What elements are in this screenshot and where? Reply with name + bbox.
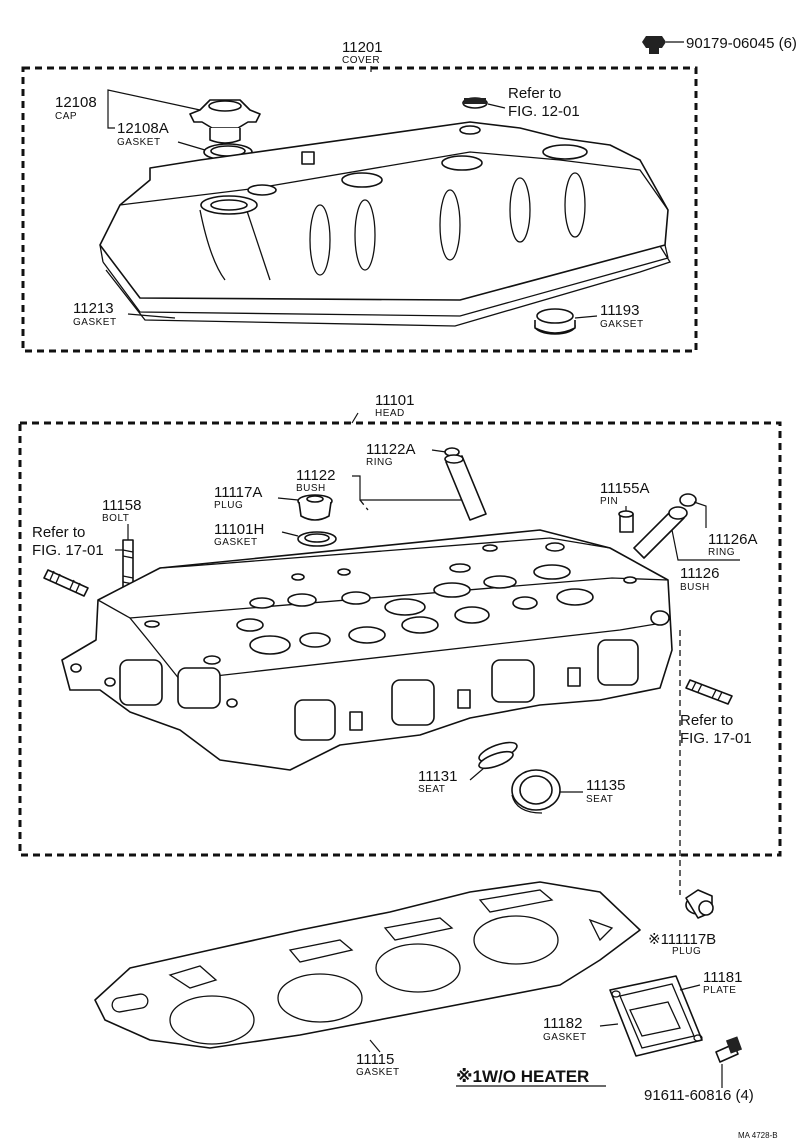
cap-number: 12108 (55, 94, 97, 111)
head-label: HEAD (375, 408, 405, 419)
plug-b-icon (685, 889, 714, 919)
pin-label: PIN (600, 496, 618, 507)
plate-gasket-label: GASKET (543, 1032, 587, 1043)
cover-refer-line2: FIG. 12-01 (508, 103, 580, 120)
bush-number: 11122 (296, 467, 336, 484)
gasket-h-number: 11101H (214, 521, 264, 538)
head-group-frame (18, 421, 782, 857)
figure-code: MA 4728-B (738, 1131, 778, 1140)
head-gasket-label: GASKET (356, 1067, 400, 1078)
cap-label: CAP (55, 111, 77, 122)
plug-gasket-icon (297, 531, 337, 547)
head-refer-left-line1: Refer to (32, 524, 85, 541)
cover-gasket-label: GASKET (73, 317, 117, 328)
valve-seat-a-icon (478, 741, 518, 770)
plate-gasket-number: 11182 (543, 1015, 583, 1032)
pin-number: 11155A (600, 480, 650, 497)
cover-number: 11201 (342, 39, 383, 56)
bolt-part-number: 90179-06045 (6) (686, 35, 797, 52)
plug-b-number: ※111117B (648, 931, 716, 948)
gasket-h-label: GASKET (214, 537, 258, 548)
plate-number: 11181 (703, 969, 743, 986)
head-number: 11101 (375, 392, 415, 409)
cap-gasket-number: 12108A (117, 120, 169, 137)
plug-a-label: PLUG (214, 500, 243, 511)
plate-label: PLATE (703, 985, 736, 996)
plug-b-label: PLUG (672, 946, 701, 957)
heater-footnote: ※1W/O HEATER (456, 1067, 589, 1086)
plug-icon (297, 494, 333, 521)
seat-a-number: 11131 (418, 768, 458, 785)
seat-b-label: SEAT (586, 794, 613, 805)
ring-b-number: 11126A (708, 531, 758, 548)
oil-filler-cap-icon (189, 99, 261, 161)
valve-seat-b-icon (511, 769, 561, 814)
stud-bolt-label: BOLT (102, 513, 129, 524)
cap-gasket-label: GASKET (117, 137, 161, 148)
cover-label: COVER (342, 55, 380, 66)
seat-a-label: SEAT (418, 784, 445, 795)
dowel-pin-icon (618, 510, 634, 533)
cylinder-head-cover-icon (99, 121, 669, 317)
head-gasket-number: 11115 (356, 1051, 394, 1068)
stud-bolt-number: 11158 (102, 497, 142, 514)
cover-refer-line1: Refer to (508, 85, 561, 102)
ring-b-label: RING (708, 547, 735, 558)
bush-b-number: 11126 (680, 565, 720, 582)
plug-a-number: 11117A (214, 484, 262, 501)
head-refer-left-line2: FIG. 17-01 (32, 542, 104, 559)
cylinder-head-icon (61, 529, 673, 771)
grommet-icon (534, 308, 576, 335)
bush-b-label: BUSH (680, 582, 710, 593)
valve-guide-icon (444, 447, 487, 521)
cover-gasket-number: 11213 (73, 300, 114, 317)
valve-guide-b-icon (633, 493, 697, 559)
head-refer-right-line2: FIG. 17-01 (680, 730, 752, 747)
seat-b-number: 11135 (586, 777, 626, 794)
gakset-label: GAKSET (600, 319, 644, 330)
ring-a-label: RING (366, 457, 393, 468)
cover-gasket-icon (105, 245, 671, 327)
bush-label: BUSH (296, 483, 326, 494)
gakset-number: 11193 (600, 302, 640, 319)
head-refer-right-line1: Refer to (680, 712, 733, 729)
plate-bolt-number: 91611-60816 (4) (644, 1087, 754, 1104)
stud-bolt-right-icon (685, 679, 733, 705)
head-gasket-icon (94, 881, 641, 1049)
cover-group-frame (21, 66, 698, 353)
bolt-icon (642, 36, 684, 54)
water-plate-icon (609, 975, 703, 1057)
ring-a-number: 11122A (366, 441, 416, 458)
plate-bolt-icon (715, 1036, 743, 1063)
cover-bolt-icon (462, 97, 488, 109)
stud-bolt-left-icon (43, 569, 89, 597)
